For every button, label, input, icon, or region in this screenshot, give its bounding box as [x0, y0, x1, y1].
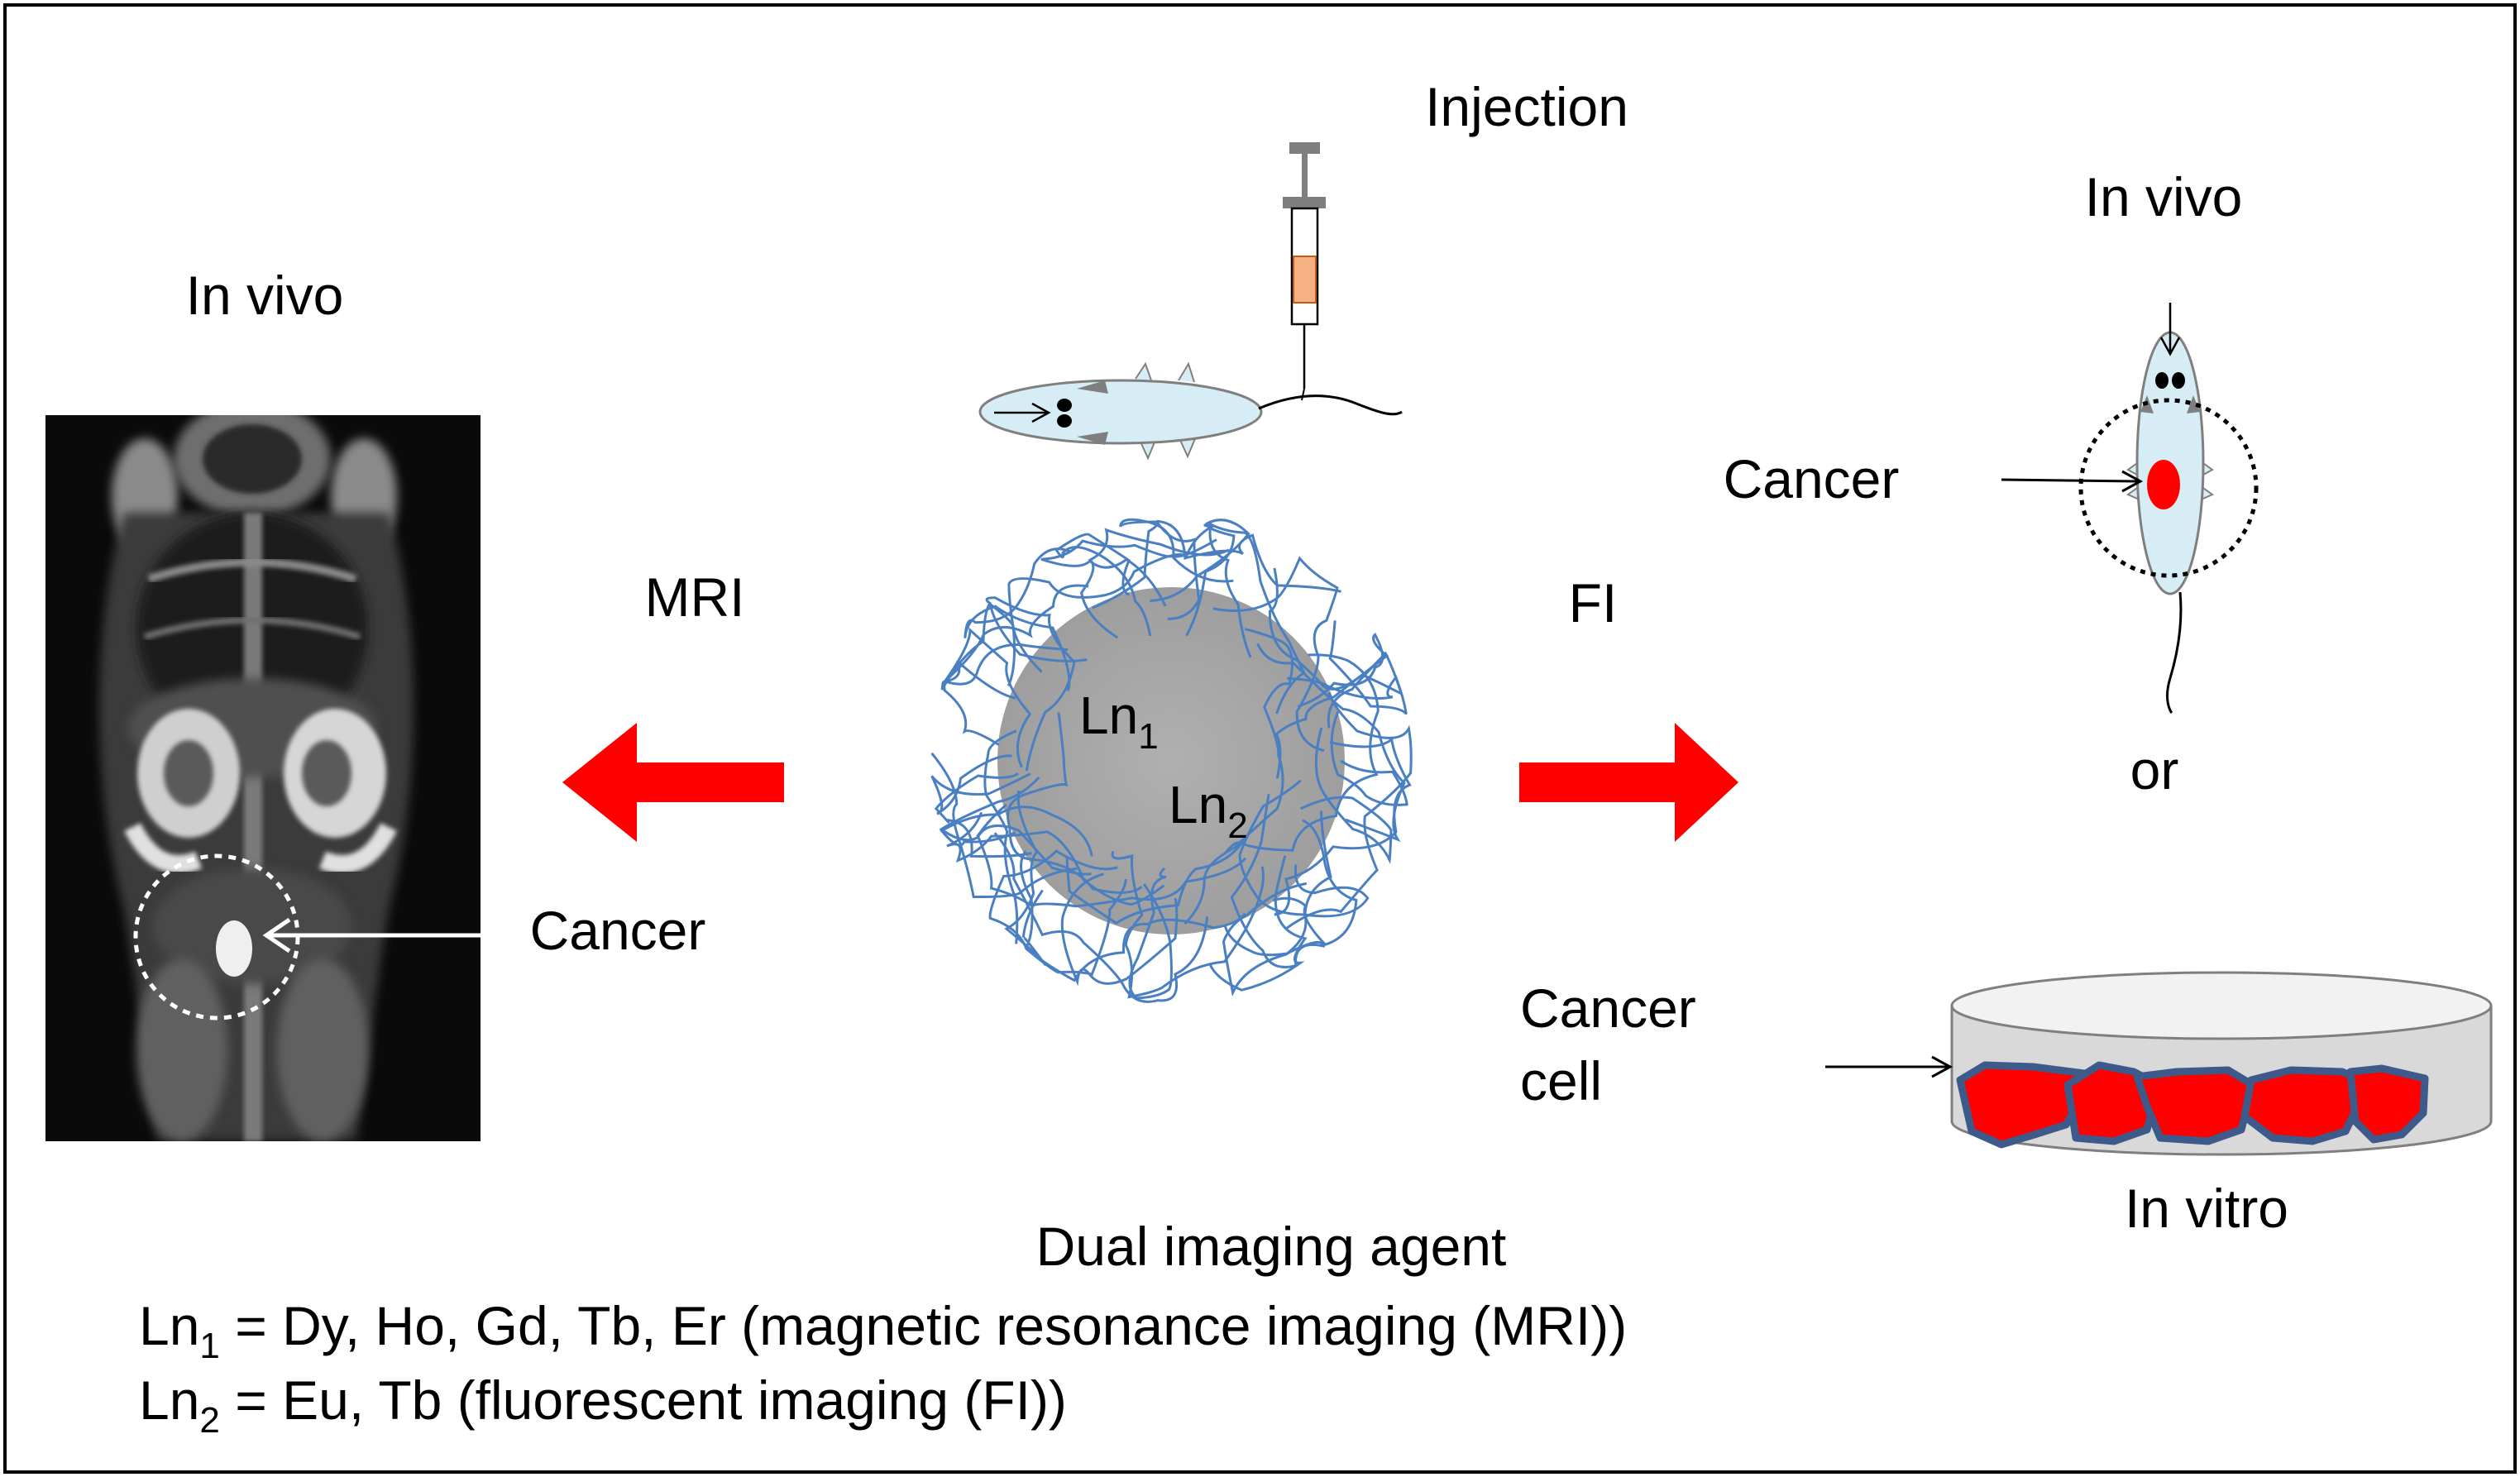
polymer-chain: [1007, 523, 1217, 673]
polymer-chain: [983, 729, 1019, 944]
tumor-highlight-circle-mouse: [2078, 398, 2259, 578]
fi-red-arrow: [1519, 723, 1738, 842]
polymer-chain: [964, 547, 1071, 691]
tumor-spot-mri: [216, 920, 252, 977]
polymer-chain: [993, 832, 1209, 1003]
polymer-chain: [1268, 567, 1403, 729]
mri-scan-image: [45, 415, 481, 1141]
polymer-chain: [942, 584, 1089, 686]
petri-dish: [1825, 971, 2493, 1156]
caption-line-ln2: Ln2 = Eu, Tb (fluorescent imaging (FI)): [139, 1369, 1067, 1441]
cancer-label-right: Cancer: [1724, 448, 1900, 509]
cancer-label-left: Cancer: [530, 900, 706, 961]
tumor-spot-mouse: [2147, 460, 2180, 509]
polymer-chain: [1004, 790, 1047, 967]
polymer-chain: [1092, 519, 1341, 609]
caption-title: Dual imaging agent: [1036, 1216, 1507, 1277]
polymer-chain: [1223, 653, 1380, 855]
or-label: or: [2130, 739, 2179, 801]
polymer-chain: [1183, 628, 1294, 925]
cancer-cell-label-line1: Cancer: [1520, 977, 1696, 1039]
cancer-cell-label-line2: cell: [1520, 1050, 1602, 1111]
polymer-chains: [930, 518, 1413, 1003]
mri-red-arrow: [562, 723, 784, 842]
cancer-cells: [1956, 1061, 2429, 1149]
nanoparticle: [930, 518, 1413, 1003]
polymer-chain: [1128, 867, 1173, 1000]
ln2-label: Ln2: [1169, 775, 1248, 846]
polymer-chain: [930, 752, 1078, 899]
polymer-chain: [985, 596, 1088, 772]
polymer-chain: [1330, 710, 1408, 806]
polymer-chain: [1272, 819, 1358, 946]
polymer-chain: [1020, 850, 1246, 982]
polymer-chain: [1065, 839, 1245, 925]
polymer-chain: [942, 627, 1032, 768]
polymer-chain: [1284, 691, 1413, 930]
syringe-liquid: [1293, 256, 1317, 304]
polymer-chain: [930, 754, 1031, 815]
injection-mouse: [978, 142, 1403, 461]
polymer-chain: [976, 804, 1247, 908]
in-vitro-label: In vitro: [2125, 1178, 2288, 1239]
fi-mouse: [2001, 303, 2259, 715]
polymer-chain: [940, 805, 1093, 857]
injection-label: Injection: [1425, 76, 1628, 137]
in-vivo-label-left: In vivo: [186, 265, 344, 326]
polymer-chain: [1080, 528, 1230, 639]
polymer-chain: [1040, 538, 1217, 607]
nanoparticle-core: [997, 587, 1345, 934]
caption-line-ln1: Ln1 = Dy, Ho, Gd, Tb, Er (magnetic reson…: [139, 1295, 1627, 1366]
ln1-label: Ln1: [1079, 686, 1159, 757]
in-vivo-label-right: In vivo: [2085, 166, 2243, 227]
polymer-chain: [1299, 727, 1393, 865]
polymer-chain: [1150, 519, 1250, 637]
syringe-plunger-cap: [1289, 142, 1320, 154]
polymer-chain: [1274, 737, 1412, 916]
mri-label: MRI: [645, 566, 745, 628]
polymer-chain: [1223, 793, 1326, 968]
polymer-chain: [934, 772, 1032, 858]
polymer-chain: [1119, 518, 1234, 620]
polymer-chain: [1256, 643, 1406, 843]
polymer-chain: [1111, 850, 1265, 999]
polymer-chain: [1007, 712, 1143, 894]
fi-label: FI: [1569, 572, 1618, 633]
polymer-chain: [988, 849, 1127, 977]
